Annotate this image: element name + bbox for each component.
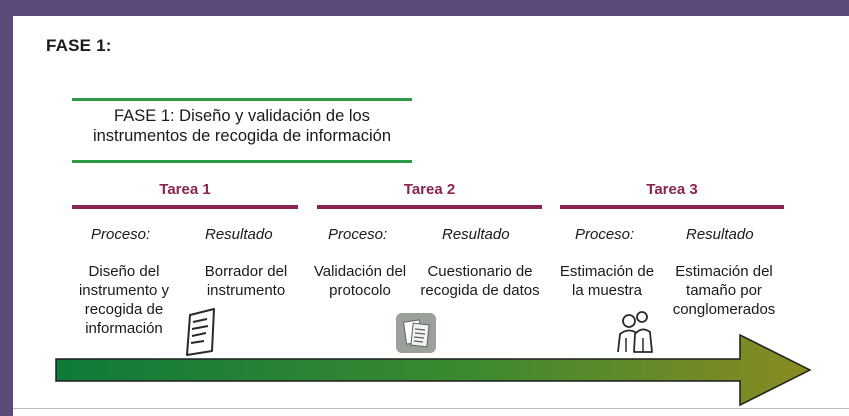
task-2-result-text: Cuestionario de recogida de datos [420, 263, 540, 299]
people-group-icon [617, 311, 653, 353]
task-3-result-label: Resultado [686, 226, 754, 243]
task-3-process-label: Proceso: [575, 226, 635, 243]
task-1-result-label: Resultado [205, 226, 273, 243]
task-1-title: Tarea 1 [159, 181, 211, 198]
task-1-result-text: Borrador del instrumento [204, 263, 288, 299]
task-2-result-label: Resultado [442, 226, 510, 243]
task-3-result-text: Estimación del tamaño por conglomerados [672, 263, 776, 318]
document-icon [186, 308, 215, 356]
phase-title-rule-top [72, 98, 412, 101]
phase-title: FASE 1: Diseño y validación de los instr… [92, 107, 392, 145]
frame-bottom-line [13, 408, 849, 409]
task-3-process-text: Estimación de la muestra [559, 263, 655, 299]
task-1-rule [72, 205, 298, 209]
task-3-rule [560, 205, 784, 209]
frame-left-border [0, 0, 13, 416]
phase-label: FASE 1: [46, 36, 112, 55]
task-2-process-label: Proceso: [328, 226, 388, 243]
task-1-process-label: Proceso: [91, 226, 151, 243]
task-2-rule [317, 205, 542, 209]
task-2-process-text: Validación del protocolo [313, 263, 407, 299]
task-3-title: Tarea 3 [646, 181, 698, 198]
frame-top-border [0, 0, 849, 16]
phase-title-rule-bottom [72, 160, 412, 163]
task-1-process-text: Diseño del instrumento y recogida de inf… [78, 263, 170, 337]
questionnaire-icon [396, 313, 436, 353]
task-2-title: Tarea 2 [403, 181, 456, 198]
process-arrow [55, 333, 812, 407]
